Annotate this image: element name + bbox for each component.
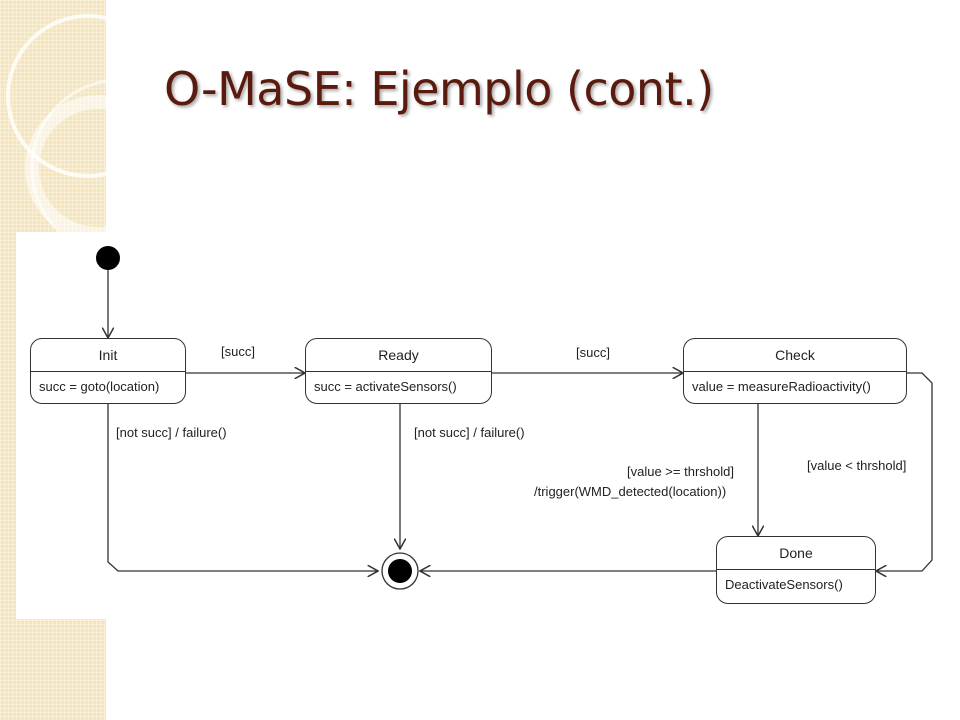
state-divider bbox=[684, 371, 906, 372]
transition-label-check-done-action: /trigger(WMD_detected(location)) bbox=[534, 484, 727, 499]
state-done-action: DeactivateSensors() bbox=[725, 577, 843, 592]
transition-label-ready-failure: [not succ] / failure() bbox=[414, 425, 525, 440]
state-check-action: value = measureRadioactivity() bbox=[692, 379, 871, 394]
slide-title: O-MaSE: Ejemplo (cont.) bbox=[164, 62, 714, 116]
transition-label-init-failure: [not succ] / failure() bbox=[116, 425, 227, 440]
transition-label-ready-check: [succ] bbox=[576, 345, 610, 360]
state-check-name: Check bbox=[775, 347, 815, 363]
state-divider bbox=[31, 371, 185, 372]
transition-label-check-threshold: [value < thrshold] bbox=[807, 458, 907, 473]
state-init-name: Init bbox=[98, 347, 118, 363]
initial-state-dot bbox=[96, 246, 120, 270]
state-check: Check value = measureRadioactivity() bbox=[683, 338, 907, 404]
state-ready: Ready succ = activateSensors() bbox=[305, 338, 492, 404]
state-ready-name: Ready bbox=[378, 347, 419, 363]
state-done-name: Done bbox=[779, 545, 813, 561]
state-init-action: succ = goto(location) bbox=[39, 379, 160, 394]
state-divider bbox=[306, 371, 491, 372]
transition-label-init-ready: [succ] bbox=[221, 344, 255, 359]
state-done: Done DeactivateSensors() bbox=[716, 536, 876, 604]
transition-label-check-done-guard: [value >= thrshold] bbox=[627, 464, 734, 479]
state-divider bbox=[717, 569, 875, 570]
state-init: Init succ = goto(location) bbox=[30, 338, 186, 404]
state-diagram: Init succ = goto(location) Ready succ = … bbox=[16, 232, 960, 619]
final-state-dot bbox=[388, 559, 412, 583]
transition-wires bbox=[96, 246, 933, 590]
state-ready-action: succ = activateSensors() bbox=[314, 379, 457, 394]
